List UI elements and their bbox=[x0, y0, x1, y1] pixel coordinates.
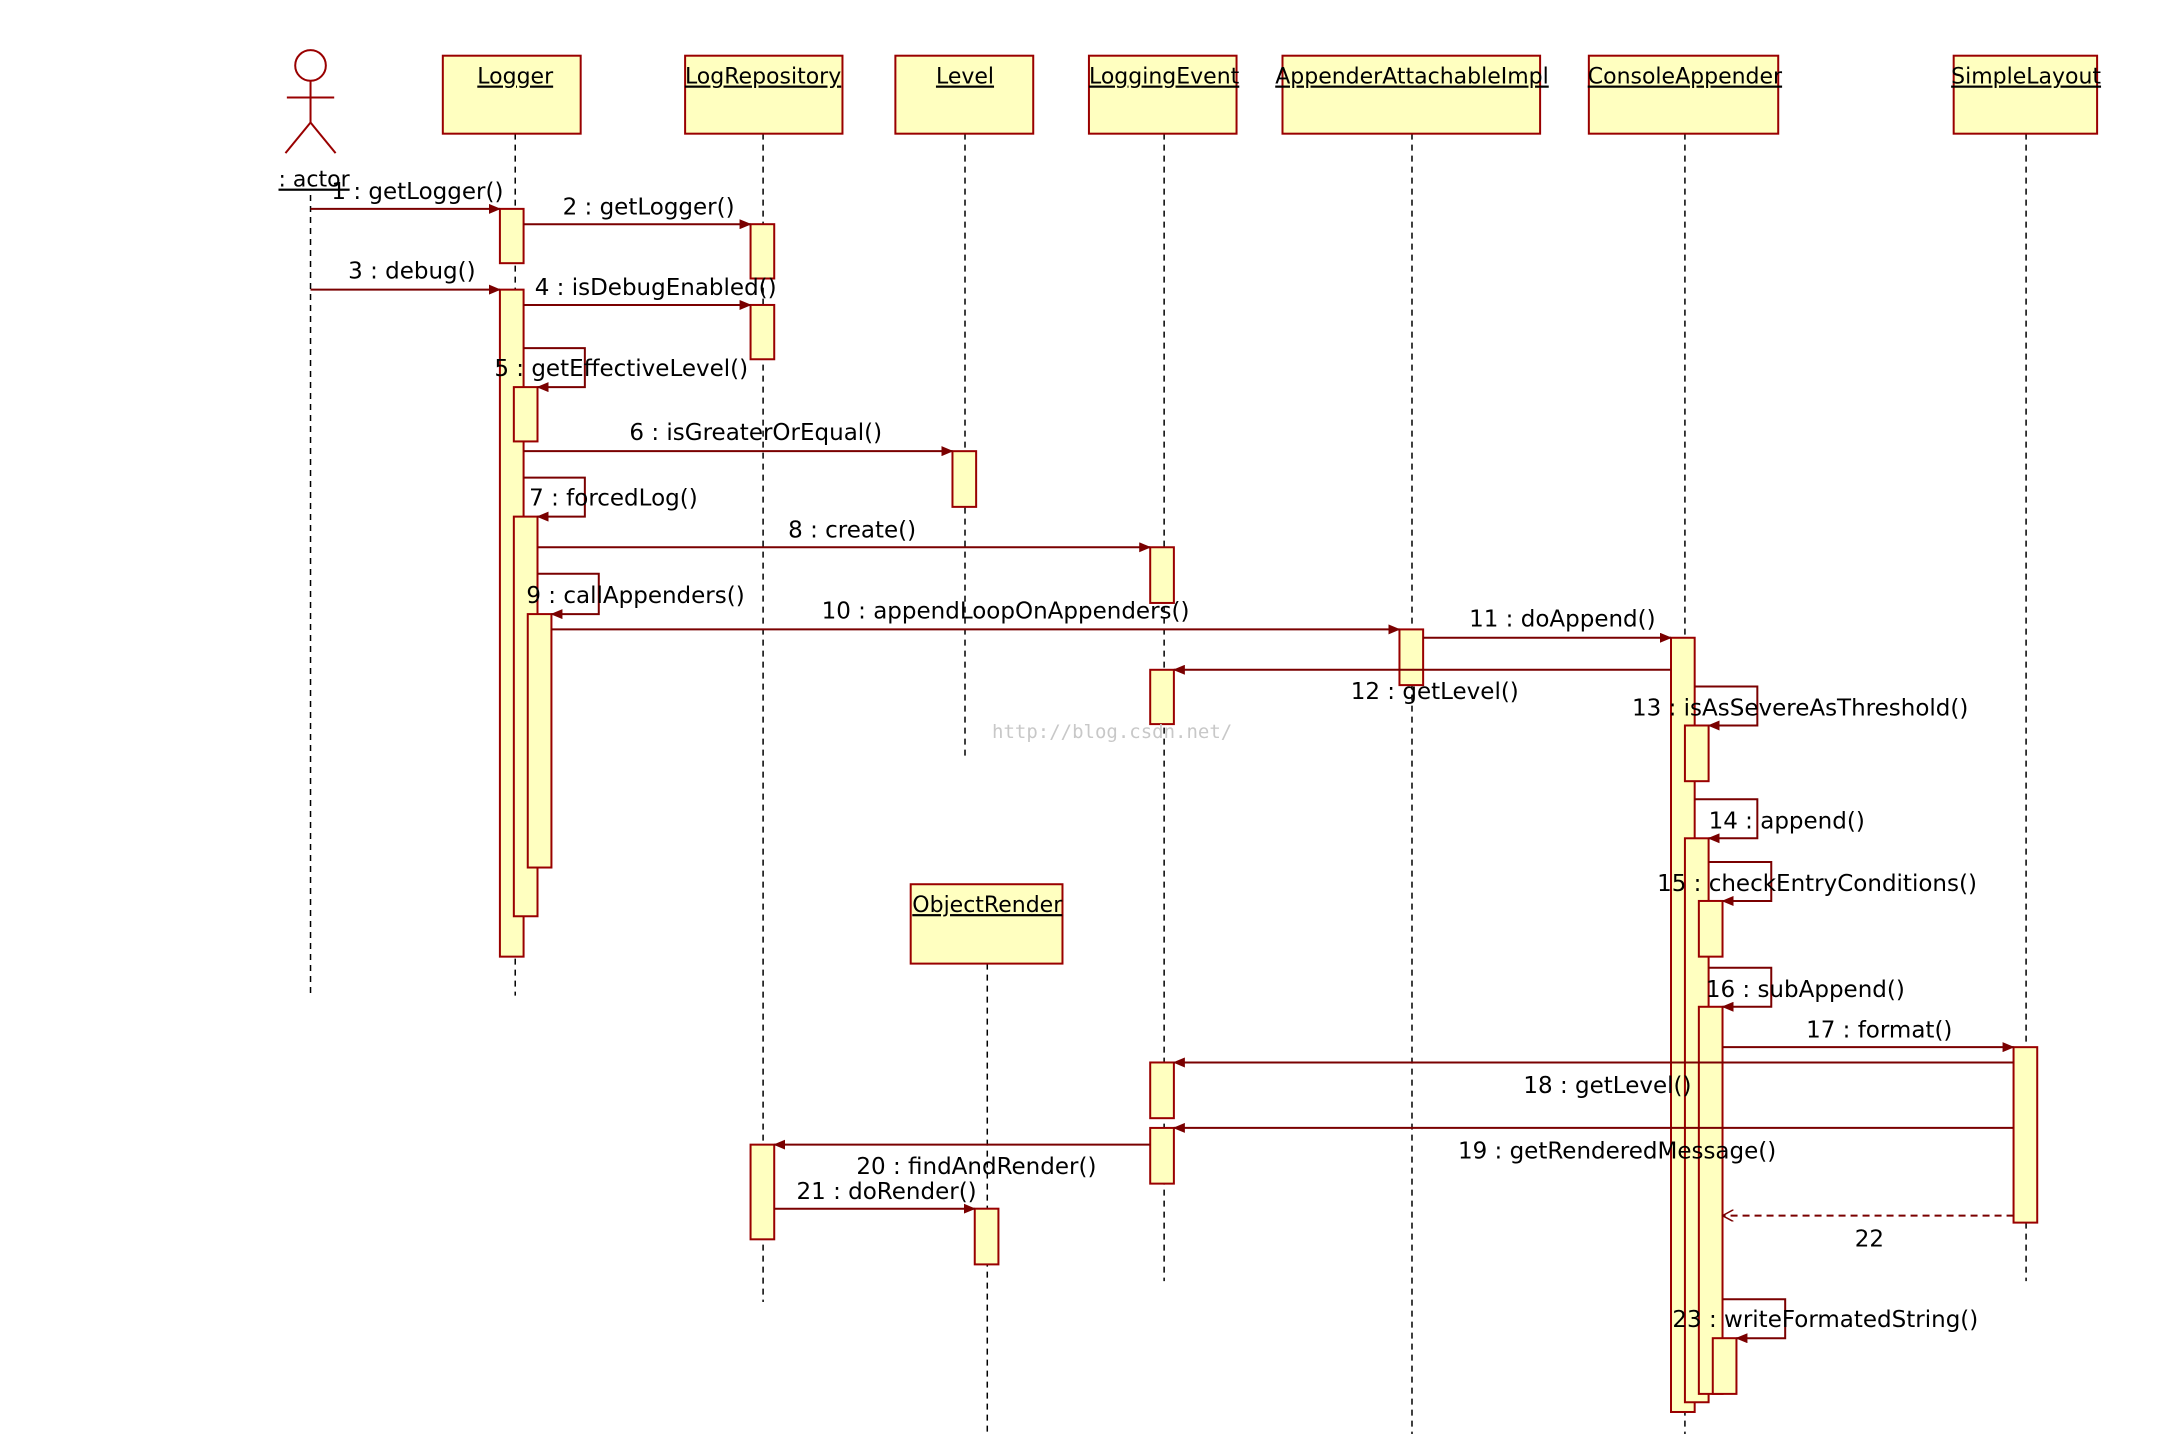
object-box-render bbox=[909, 883, 1064, 965]
message-15: 15 : checkEntryConditions() bbox=[1657, 860, 1977, 906]
activation-repo-6 bbox=[749, 223, 776, 280]
message-label-11: 11 : doAppend() bbox=[1469, 607, 1656, 633]
message-7: 7 : forcedLog() bbox=[523, 476, 698, 522]
message-label-6: 6 : isGreaterOrEqual() bbox=[629, 420, 882, 446]
message-18: 18 : getLevel() bbox=[1172, 1057, 2014, 1099]
object-label-aai: AppenderAttachableImpl bbox=[1275, 65, 1549, 90]
activation-render-22 bbox=[973, 1207, 1000, 1266]
message-1: 1 : getLogger() bbox=[310, 179, 503, 214]
object-box-layout bbox=[1952, 54, 2099, 135]
message-22: 22 bbox=[1723, 1216, 2014, 1252]
message-label-8: 8 : create() bbox=[788, 518, 916, 544]
message-13: 13 : isAsSevereAsThreshold() bbox=[1632, 685, 1968, 731]
activation-repo-7 bbox=[749, 303, 776, 361]
message-label-12: 12 : getLevel() bbox=[1351, 679, 1519, 705]
activation-aai-14 bbox=[1398, 628, 1425, 687]
activation-layout-21 bbox=[2012, 1046, 2039, 1224]
object-box-repo bbox=[684, 54, 844, 135]
activation-repo-8 bbox=[749, 1143, 776, 1241]
message-21: 21 : doRender() bbox=[774, 1179, 977, 1214]
object-label-level: Level bbox=[936, 65, 994, 90]
activation-console-18 bbox=[1697, 899, 1724, 958]
message-label-2: 2 : getLogger() bbox=[563, 194, 735, 220]
messages-layer: 1 : getLogger() 2 : getLogger() 3 : debug(… bbox=[310, 179, 2015, 1344]
activation-console-19 bbox=[1697, 1005, 1724, 1395]
self-message-arrow-23 bbox=[1722, 1298, 1787, 1344]
message-8: 8 : create() bbox=[537, 518, 1152, 553]
message-label-15: 15 : checkEntryConditions() bbox=[1657, 871, 1977, 897]
message-label-9: 9 : callAppenders() bbox=[526, 583, 744, 609]
object-box-level bbox=[894, 54, 1035, 135]
object-label-logger: Logger bbox=[477, 65, 554, 90]
self-message-arrow-13 bbox=[1694, 685, 1759, 731]
activation-event-11 bbox=[1149, 668, 1175, 726]
message-label-1: 1 : getLogger() bbox=[331, 179, 503, 205]
message-9: 9 : callAppenders() bbox=[526, 572, 745, 620]
object-box-console bbox=[1587, 54, 1780, 135]
activation-logger-5 bbox=[526, 613, 553, 869]
self-message-arrow-16 bbox=[1708, 966, 1773, 1012]
object-box-event bbox=[1087, 54, 1238, 135]
message-label-23: 23 : writeFormatedString() bbox=[1672, 1307, 1978, 1333]
object-label-event: LoggingEvent bbox=[1089, 65, 1240, 90]
activation-console-16 bbox=[1683, 724, 1710, 783]
actor-label: : actor bbox=[279, 168, 351, 193]
message-14: 14 : append() bbox=[1694, 798, 1865, 844]
message-11: 11 : doAppend() bbox=[1423, 607, 1672, 643]
message-6: 6 : isGreaterOrEqual() bbox=[523, 420, 954, 457]
message-label-3: 3 : debug() bbox=[348, 259, 475, 285]
message-19: 19 : getRenderedMessage() bbox=[1172, 1122, 2014, 1165]
message-20: 20 : findAndRender() bbox=[773, 1139, 1151, 1180]
message-label-20: 20 : findAndRender() bbox=[856, 1154, 1096, 1180]
self-message-arrow-9 bbox=[537, 572, 600, 620]
message-12: 12 : getLevel() bbox=[1172, 664, 1671, 705]
message-label-19: 19 : getRenderedMessage() bbox=[1458, 1139, 1776, 1165]
object-box-logger bbox=[441, 54, 582, 135]
message-16: 16 : subAppend() bbox=[1706, 966, 1905, 1012]
actor-figure bbox=[284, 49, 337, 154]
activation-event-10 bbox=[1149, 546, 1175, 604]
activation-level-9 bbox=[951, 450, 978, 508]
message-4: 4 : isDebugEnabled() bbox=[523, 275, 777, 310]
message-label-21: 21 : doRender() bbox=[797, 1179, 977, 1205]
message-10: 10 : appendLoopOnAppenders() bbox=[551, 598, 1401, 635]
self-message-arrow-7 bbox=[523, 476, 586, 522]
watermark-text: http://blog.csdn.net/ bbox=[992, 721, 1232, 743]
object-heads-layer: : actor Logger LogRepository Level LoggingEv… bbox=[279, 49, 2101, 965]
activation-logger-3 bbox=[512, 386, 539, 443]
message-3: 3 : debug() bbox=[310, 259, 501, 295]
activation-event-13 bbox=[1149, 1126, 1175, 1185]
message-label-14: 14 : append() bbox=[1709, 809, 1865, 835]
message-2: 2 : getLogger() bbox=[523, 194, 752, 230]
actor-right-leg bbox=[309, 121, 337, 154]
self-message-arrow-15 bbox=[1708, 860, 1773, 906]
lifelines-layer bbox=[309, 133, 2027, 1434]
activation-logger-1 bbox=[498, 207, 525, 265]
message-label-7: 7 : forcedLog() bbox=[529, 485, 698, 511]
activation-event-12 bbox=[1149, 1061, 1175, 1120]
activations-layer bbox=[498, 207, 2039, 1413]
message-23: 23 : writeFormatedString() bbox=[1672, 1298, 1978, 1344]
message-label-18: 18 : getLevel() bbox=[1523, 1073, 1691, 1099]
object-label-render: ObjectRender bbox=[912, 893, 1063, 918]
object-box-aai bbox=[1281, 54, 1542, 135]
message-label-5: 5 : getEffectiveLevel() bbox=[494, 356, 748, 382]
self-message-arrow-14 bbox=[1694, 798, 1759, 844]
message-17: 17 : format() bbox=[1722, 1017, 2015, 1053]
activation-console-20 bbox=[1711, 1337, 1738, 1395]
message-label-17: 17 : format() bbox=[1806, 1017, 1952, 1043]
self-message-arrow-5 bbox=[523, 347, 586, 393]
message-label-13: 13 : isAsSevereAsThreshold() bbox=[1632, 696, 1968, 722]
message-label-10: 10 : appendLoopOnAppenders() bbox=[822, 598, 1190, 624]
actor-left-leg bbox=[284, 121, 312, 154]
message-label-16: 16 : subAppend() bbox=[1706, 977, 1905, 1003]
object-label-console: ConsoleAppender bbox=[1588, 65, 1783, 90]
message-label-4: 4 : isDebugEnabled() bbox=[535, 275, 777, 301]
actor-head bbox=[294, 49, 327, 82]
object-label-repo: LogRepository bbox=[685, 65, 841, 90]
object-label-layout: SimpleLayout bbox=[1951, 65, 2101, 90]
message-label-22: 22 bbox=[1855, 1226, 1884, 1252]
message-5: 5 : getEffectiveLevel() bbox=[494, 347, 748, 393]
